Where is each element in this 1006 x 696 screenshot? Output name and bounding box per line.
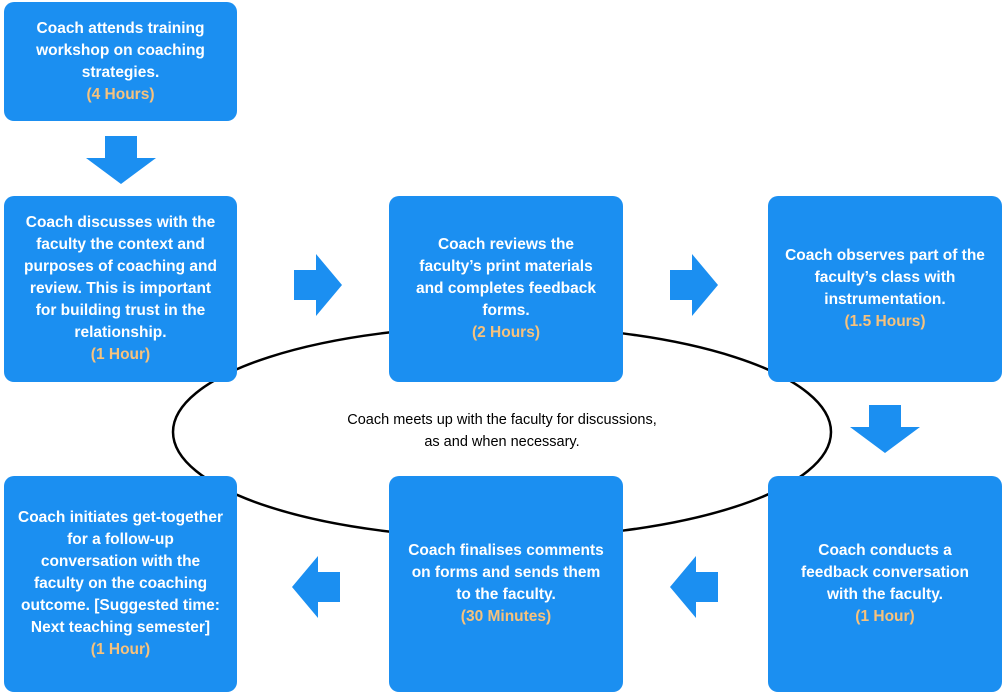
step-5-box: Coach conducts a feedback conversation w… xyxy=(768,476,1002,692)
step-3-text: Coach reviews the faculty’s print materi… xyxy=(415,236,597,319)
step-5-text: Coach conducts a feedback conversation w… xyxy=(801,542,969,603)
step-1-text: Coach attends training workshop on coach… xyxy=(36,19,205,81)
step-3-box: Coach reviews the faculty’s print materi… xyxy=(389,196,623,382)
step-2-time: (1 Hour) xyxy=(90,346,151,363)
down-arrow-icon xyxy=(86,136,156,184)
center-note-line-1: Coach meets up with the faculty for disc… xyxy=(347,412,657,428)
step-5-time: (1 Hour) xyxy=(855,608,915,625)
step-1-box: Coach attends training workshop on coach… xyxy=(4,2,237,121)
right-arrow-icon xyxy=(670,254,718,316)
step-4-time: (1.5 Hours) xyxy=(844,313,926,330)
step-1-time: (4 Hours) xyxy=(86,85,155,103)
step-6-text: Coach finalises comments on forms and se… xyxy=(408,542,604,603)
left-arrow-icon xyxy=(670,556,718,618)
step-4-text: Coach observes part of the faculty’s cla… xyxy=(785,247,985,308)
step-7-time: (1 Hour) xyxy=(90,641,151,658)
step-3-time: (2 Hours) xyxy=(471,324,541,341)
step-6-time: (30 Minutes) xyxy=(460,608,552,625)
step-4-box: Coach observes part of the faculty’s cla… xyxy=(768,196,1002,382)
down-arrow-icon xyxy=(850,405,920,453)
step-7-text: Coach initiates get-together for a follo… xyxy=(18,509,223,636)
step-2-text: Coach discusses with the faculty the con… xyxy=(24,214,217,341)
right-arrow-icon xyxy=(294,254,342,316)
center-note-line-2: as and when necessary. xyxy=(424,434,580,450)
center-note: Coach meets up with the faculty for disc… xyxy=(300,409,704,453)
step-7-box: Coach initiates get-together for a follo… xyxy=(4,476,237,692)
left-arrow-icon xyxy=(292,556,340,618)
step-2-box: Coach discusses with the faculty the con… xyxy=(4,196,237,382)
step-6-box: Coach finalises comments on forms and se… xyxy=(389,476,623,692)
